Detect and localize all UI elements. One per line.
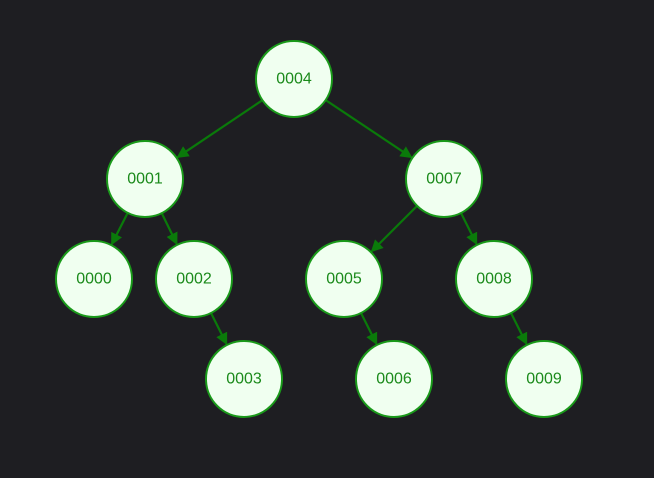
- edge-n7-n5: [370, 205, 418, 253]
- node-circle: [505, 340, 583, 418]
- node-label: 0005: [326, 271, 362, 288]
- node-circle: [455, 240, 533, 318]
- node-circle: [255, 40, 333, 118]
- edge-n8-n9: [510, 312, 528, 346]
- tree-node-0005: 0005: [305, 240, 383, 318]
- tree-node-0000: 0000: [55, 240, 133, 318]
- node-label: 0006: [376, 371, 412, 388]
- node-circle: [155, 240, 233, 318]
- node-label: 0004: [276, 71, 312, 88]
- node-circle: [355, 340, 433, 418]
- edge-n7-n8: [460, 212, 478, 246]
- tree-node-0006: 0006: [355, 340, 433, 418]
- tree-node-0009: 0009: [505, 340, 583, 418]
- node-label: 0001: [127, 171, 163, 188]
- tree-node-0004: 0004: [255, 40, 333, 118]
- edge-n1-n2: [160, 212, 178, 246]
- tree-node-0001: 0001: [106, 140, 184, 218]
- node-label: 0003: [226, 371, 262, 388]
- edge-n5-n6: [360, 312, 378, 346]
- tree-node-0003: 0003: [205, 340, 283, 418]
- node-circle: [55, 240, 133, 318]
- edge-n1-n0: [110, 212, 129, 246]
- node-circle: [405, 140, 483, 218]
- tree-node-0007: 0007: [405, 140, 483, 218]
- node-label: 0008: [476, 271, 512, 288]
- edge-n2-n3: [210, 312, 228, 346]
- node-label: 0002: [176, 271, 212, 288]
- node-circle: [106, 140, 184, 218]
- edges-layer: [110, 99, 528, 346]
- edge-n4-n7: [324, 99, 413, 159]
- tree-node-0002: 0002: [155, 240, 233, 318]
- node-circle: [305, 240, 383, 318]
- nodes-layer: 0004 0001 0007 0000 0002 0003 0005 0006 0008 0009: [55, 40, 583, 418]
- node-circle: [205, 340, 283, 418]
- node-label: 0009: [526, 371, 562, 388]
- node-label: 0000: [76, 271, 112, 288]
- edge-n4-n1: [176, 99, 264, 159]
- node-label: 0007: [426, 171, 462, 188]
- tree-node-0008: 0008: [455, 240, 533, 318]
